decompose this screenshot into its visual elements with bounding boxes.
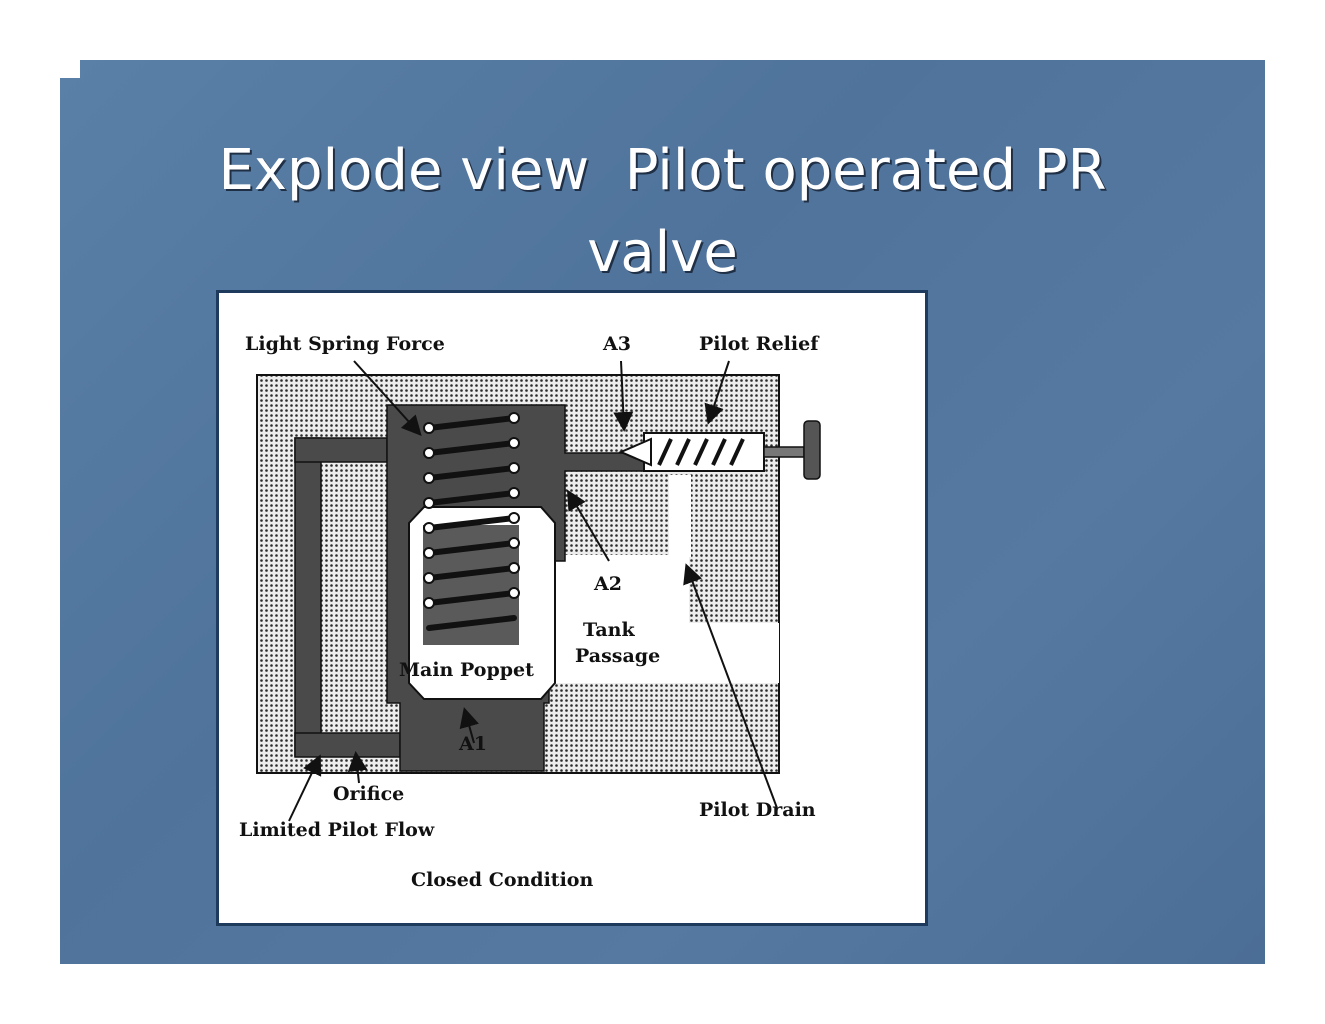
valve-drawing <box>256 360 821 822</box>
valve-diagram: Light Spring Force A3 Pilot Relief A2 Ta… <box>216 290 928 926</box>
label-a1: A1 <box>459 733 487 755</box>
leader-lines <box>288 360 778 822</box>
pilot-relief-assembly <box>618 420 821 480</box>
label-closed-condition: Closed Condition <box>411 869 594 891</box>
label-pilot-drain: Pilot Drain <box>699 799 816 821</box>
pilot-drain-passage <box>669 475 691 557</box>
slide-title-line-2: valve <box>587 220 738 285</box>
slide-background: Explode view Pilot operated PR valve <box>60 60 1265 964</box>
label-pilot-relief: Pilot Relief <box>699 333 819 355</box>
slide-corner-notch <box>60 60 80 78</box>
label-passage: Passage <box>575 645 661 667</box>
label-a2: A2 <box>594 573 622 595</box>
label-orifice: Orifice <box>333 783 405 805</box>
main-spring <box>426 415 517 631</box>
label-a3: A3 <box>603 333 631 355</box>
label-tank: Tank <box>583 619 635 641</box>
label-main-poppet: Main Poppet <box>399 659 534 681</box>
slide-title: Explode view Pilot operated PR valve <box>60 130 1265 294</box>
label-light-spring-force: Light Spring Force <box>245 333 445 355</box>
main-spring-coils <box>423 412 520 609</box>
label-limited-pilot-flow: Limited Pilot Flow <box>239 819 435 841</box>
slide-title-line-1: Explode view Pilot operated PR <box>218 138 1107 203</box>
